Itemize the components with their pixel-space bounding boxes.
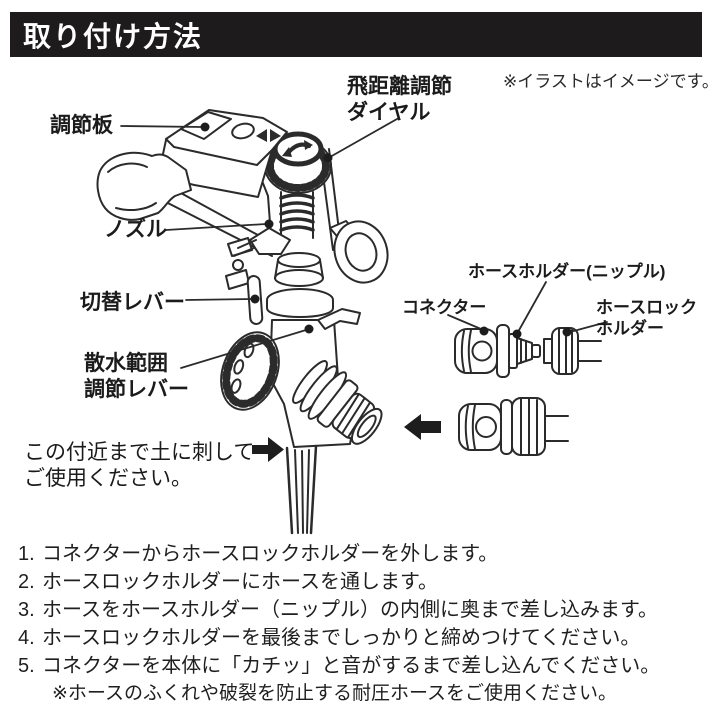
label-nozzle: ノズル	[104, 218, 167, 241]
connector-exploded-illustration	[454, 324, 602, 378]
distance-dial-illustration	[264, 131, 332, 194]
sprinkler-illustration	[96, 109, 389, 535]
label-hose-holder-nipple: ホースホルダー(ニップル)	[468, 262, 666, 281]
callout-dots	[200, 122, 572, 339]
label-switch-lever: 切替レバー	[80, 291, 185, 314]
label-hose-lock-holder: ホースロック ホルダー	[596, 298, 698, 338]
instruction-step: 1. コネクターからホースロックホルダーを外します。	[18, 543, 499, 565]
label-connector: コネクター	[402, 298, 487, 317]
instruction-step: 2. ホースロックホルダーにホースを通します。	[18, 571, 438, 593]
label-spray-range-lever: 散水範囲 調節レバー	[84, 352, 189, 401]
ground-insert-note: この付近まで土に刺して ご使用ください。	[24, 441, 255, 490]
connector-assembled-illustration	[458, 397, 569, 456]
label-adjust-plate: 調節板	[50, 114, 113, 137]
instruction-step: 4. ホースロックホルダーを最後までしっかりと締めつけてください。	[18, 627, 641, 649]
hose-outlet-illustration	[292, 360, 383, 445]
ground-spike-illustration	[285, 444, 318, 535]
instruction-list: 1. コネクターからホースロックホルダーを外します。 2. ホースロックホルダー…	[18, 540, 660, 707]
arrow-left-icon	[404, 414, 441, 440]
instruction-footnote: ※ホースのふくれや破裂を防止する耐圧ホースをご使用ください。	[52, 683, 618, 704]
arrow-right-icon	[252, 437, 284, 462]
leader-lines	[120, 118, 608, 369]
section-header-bar: 取り付け方法	[10, 12, 702, 57]
illustration-disclaimer: ※イラストはイメージです。	[503, 72, 713, 91]
instruction-step: 5. コネクターを本体に「カチッ」と音がするまで差し込んでください。	[18, 655, 661, 677]
instruction-step: 3. ホースをホースホルダー（ニップル）の内側に奥まで差し込みます。	[18, 599, 658, 621]
label-distance-dial: 飛距離調節 ダイヤル	[347, 75, 452, 124]
page-title: 取り付け方法	[23, 20, 204, 52]
